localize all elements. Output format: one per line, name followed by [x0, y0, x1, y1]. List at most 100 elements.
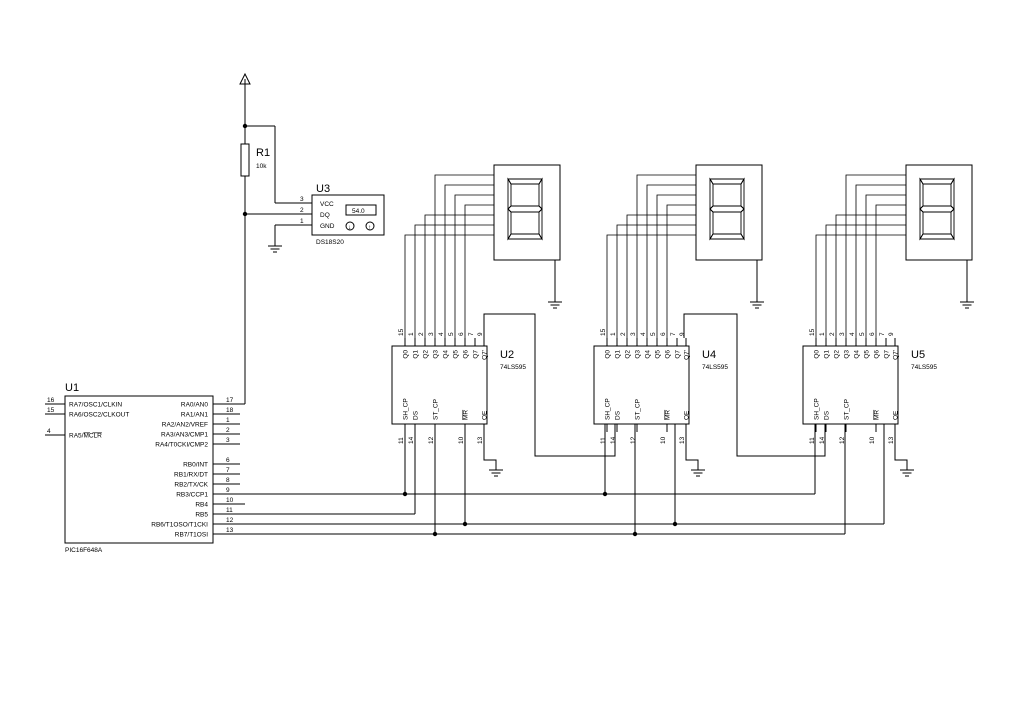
r1-reference: R1 [256, 147, 270, 159]
u1-microcontroller: U1 PIC16F648A [64, 382, 214, 554]
shift-register-pin-name: Q4 [645, 350, 652, 359]
u1-pin-number: 15 [47, 407, 55, 414]
u1-pin-name: RB0/INT [183, 462, 208, 469]
shift-register-pin-number: 12 [428, 436, 435, 444]
u1-reference: U1 [65, 382, 79, 394]
shift-register-pin-name: Q0 [814, 350, 821, 359]
wire-cascade-u4-u5 [683, 313, 826, 457]
shift-registers: U274LS59515Q01Q12Q23Q34Q45Q56Q67Q79Q7'11… [391, 328, 937, 477]
u1-pin-number: 17 [226, 397, 234, 404]
shift-register-pin-number: 14 [819, 436, 826, 444]
shift-register-part: 74LS595 [500, 364, 526, 371]
segment-bus [404, 174, 494, 338]
wire-cascade-u2-u4 [483, 313, 616, 457]
shift-register-pin-name: Q0 [403, 350, 410, 359]
shift-register-pin-number: 9 [679, 332, 686, 336]
shift-register-pin-name: Q4 [443, 350, 450, 359]
u1-pin-name: RB6/T1OSO/T1CKI [151, 522, 208, 529]
seven-segment-displays [404, 164, 975, 338]
shift-register-pin-name: ST_CP [844, 399, 851, 420]
shift-register-pin-name: Q6 [665, 350, 672, 359]
shift-register-pin-number: 11 [398, 437, 405, 444]
ground-symbol [488, 469, 504, 477]
u1-pin-name: RA4/T0CKI/CMP2 [155, 442, 208, 449]
shift-register-pin-name: Q0 [605, 350, 612, 359]
shift-register-pin-number: 13 [888, 436, 895, 444]
shift-register-reference: U2 [500, 349, 514, 361]
u1-pin-name: RA5/MCLR [69, 433, 102, 440]
u1-pin-name: RB5 [195, 512, 208, 519]
shift-register-pin-name: MR [665, 410, 672, 420]
junction-dot [632, 531, 638, 537]
shift-register-pin-number: 2 [829, 332, 836, 336]
shift-register-pin-number: 6 [869, 332, 876, 336]
u3-reference: U3 [316, 183, 330, 195]
shift-register-pin-number: 4 [849, 332, 856, 336]
shift-register-pin-name: Q5 [655, 350, 662, 359]
shift-register-pin-name: Q7 [675, 350, 682, 359]
u3-pin-number: 2 [300, 207, 304, 214]
u3-part: DS18S20 [316, 239, 344, 246]
shift-register-pin-number: 14 [408, 436, 415, 444]
ground-symbol [749, 301, 765, 309]
shift-register-pin-name: Q7 [884, 350, 891, 359]
shift-register-part: 74LS595 [911, 364, 937, 371]
shift-register-pin-name: MR [874, 410, 881, 420]
shift-register-pin-name: Q1 [824, 350, 831, 359]
shift-register-pin-name: Q5 [864, 350, 871, 359]
shift-register-pin-number: 4 [640, 332, 647, 336]
vcc-power-symbol [239, 72, 251, 144]
shift-register-pin-name: DS [824, 410, 831, 420]
shift-register-pin-number: 2 [418, 332, 425, 336]
u1-pin-number: 8 [226, 477, 230, 484]
shift-register-pin-name: DS [615, 410, 622, 420]
shift-register-pin-name: ST_CP [635, 399, 642, 420]
u1-pin-number: 9 [226, 487, 230, 494]
shift-register-pin-number: 10 [458, 436, 465, 444]
junction-dot [462, 521, 468, 527]
ground-symbol [959, 301, 975, 309]
u1-pin-name: RB2/TX/CK [174, 482, 208, 489]
shift-register-pin-name: Q2 [423, 350, 430, 359]
seven-segment-display [905, 164, 975, 309]
u3-pin-name: DQ [320, 212, 330, 219]
u1-pin-name: RA0/AN0 [181, 402, 208, 409]
u1-part: PIC16F648A [65, 547, 103, 554]
shift-register-pin-number: 15 [809, 328, 816, 336]
shift-register-pin-name: Q6 [463, 350, 470, 359]
shift-register-pin-number: 11 [809, 437, 816, 444]
shift-register-pin-number: 7 [468, 332, 475, 336]
shift-register-u2: U274LS59515Q01Q12Q23Q34Q45Q56Q67Q79Q7'11… [391, 328, 526, 477]
shift-register-part: 74LS595 [702, 364, 728, 371]
shift-register-pin-name: OE [893, 410, 900, 420]
shift-register-pin-number: 5 [650, 332, 657, 336]
shift-register-pin-number: 1 [408, 332, 415, 336]
shift-register-pin-number: 11 [600, 437, 607, 444]
shift-register-pin-name: Q6 [874, 350, 881, 359]
shift-register-pin-name: Q2 [834, 350, 841, 359]
shift-register-pin-name: SH_CP [605, 398, 612, 420]
u1-pin-name: RB1/RX/DT [174, 472, 208, 479]
u1-pin-name: RB4 [195, 502, 208, 509]
shift-register-pin-number: 6 [458, 332, 465, 336]
shift-register-reference: U5 [911, 349, 925, 361]
u1-pin-name: RA1/AN1 [181, 412, 208, 419]
shift-register-u4: U474LS59515Q01Q12Q23Q34Q45Q56Q67Q79Q7'11… [593, 328, 728, 477]
shift-register-pin-name: DS [413, 410, 420, 420]
shift-register-pin-number: 3 [839, 332, 846, 336]
shift-register-pin-name: Q5 [453, 350, 460, 359]
shift-register-pin-number: 12 [630, 436, 637, 444]
shift-register-pin-name: Q2 [625, 350, 632, 359]
seven-segment-display [493, 164, 563, 309]
shift-register-pin-name: Q4 [854, 350, 861, 359]
shift-register-pin-number: 13 [679, 436, 686, 444]
shift-register-pin-number: 10 [869, 436, 876, 444]
increment-icon [365, 221, 375, 231]
shift-register-pin-name: OE [684, 410, 691, 420]
junction-dot [432, 531, 438, 537]
ground-symbol [690, 469, 706, 477]
